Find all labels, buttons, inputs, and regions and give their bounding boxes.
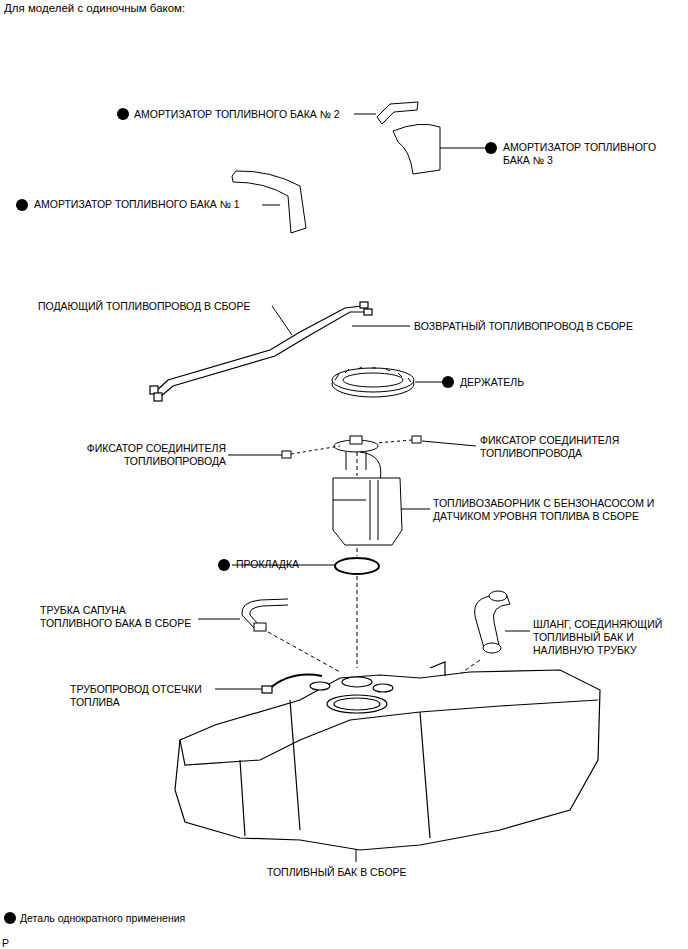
fuel-tank (175, 662, 600, 850)
breather-tube (242, 599, 340, 672)
part-label: АМОРТИЗАТОР ТОПЛИВНОГО БАКА № 3 (503, 141, 681, 167)
legend-text: Деталь однократного применения (20, 912, 185, 925)
part-label: АМОРТИЗАТОР ТОПЛИВНОГО БАКА № 1 (34, 198, 240, 211)
gasket (335, 452, 379, 668)
part-label: ПРОКЛАДКА (236, 558, 299, 571)
part-label: P (2, 937, 9, 949)
part-label: ТОПЛИВОЗАБОРНИК С БЕНЗОНАСОСОМ И ДАТЧИКО… (433, 497, 678, 523)
part-label: ТОПЛИВНЫЙ БАК В СБОРЕ (267, 866, 447, 879)
part-label: ТРУБКА САПУНА ТОПЛИВНОГО БАКА В СБОРЕ (40, 604, 200, 630)
part-label: ВОЗВРАТНЫЙ ТОПЛИВОПРОВОД В СБОРЕ (414, 320, 633, 333)
part-label: ФИКСАТОР СОЕДИНИТЕЛЯ ТОПЛИВОПРОВОДА (76, 442, 226, 468)
part-label: ШЛАНГ, СОЕДИНЯЮЩИЙ ТОПЛИВНЫЙ БАК И НАЛИВ… (533, 618, 673, 657)
retainer-ring (332, 367, 414, 397)
insulator-straps (232, 102, 440, 233)
part-label: ПОДАЮЩИЙ ТОПЛИВОПРОВОД В СБОРЕ (38, 300, 251, 313)
diagram-title: Для моделей с одиночным баком: (4, 2, 185, 15)
part-label: ФИКСАТОР СОЕДИНИТЕЛЯ ТОПЛИВОПРОВОДА (480, 434, 640, 460)
part-label: АМОРТИЗАТОР ТОПЛИВНОГО БАКА № 2 (134, 108, 340, 121)
part-label: ДЕРЖАТЕЛЬ (460, 376, 524, 389)
part-label: ТРУБОПРОВОД ОТСЕЧКИ ТОПЛИВА (70, 683, 210, 709)
fuel-pump-assembly (282, 436, 421, 545)
